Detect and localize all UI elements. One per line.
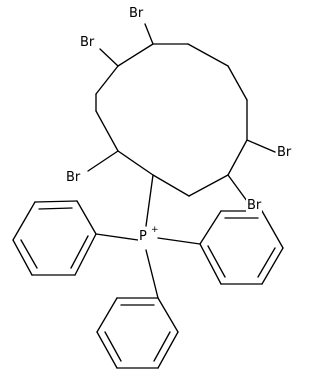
phenyl-bond — [12, 201, 36, 241]
phenyl-bond — [96, 331, 118, 369]
ring-bond — [227, 139, 248, 176]
phenyl-bond — [199, 210, 222, 245]
ring-bond — [95, 110, 119, 152]
phenyl-bond — [157, 297, 179, 333]
phenyl-left — [12, 200, 139, 276]
phenyl-bond — [199, 243, 222, 285]
phosphorus-label: P — [138, 229, 148, 244]
bromine-label-lower-left: Br — [65, 170, 82, 185]
phenyl-bond — [96, 297, 118, 333]
br-bond-1 — [144, 23, 154, 45]
bromine-label-upper-left: Br — [79, 35, 96, 50]
phenyl-bond — [157, 331, 179, 369]
ring-bond — [117, 43, 154, 67]
ring-bond — [187, 43, 229, 67]
phenyl-right — [157, 210, 284, 285]
p-phenyl-bond — [95, 233, 139, 241]
ring-bond — [152, 174, 190, 197]
phenyl-double-bond — [104, 331, 122, 362]
br-bond-2 — [99, 48, 119, 67]
phenyl-bond — [34, 200, 78, 203]
positive-charge-sign: + — [151, 225, 159, 235]
ring-to-p-bond — [145, 174, 154, 227]
p-phenyl-bond — [145, 249, 159, 299]
phenyl-double-bond — [257, 247, 276, 278]
phenyl-double-bond — [207, 245, 226, 278]
phenyl-double-bond — [38, 207, 73, 210]
bromine-label-top: Br — [128, 6, 145, 21]
ring-bond — [117, 150, 154, 176]
phenyl-double-bond — [70, 235, 89, 269]
phenyl-bond — [261, 247, 284, 285]
cyclododecane-ring — [95, 43, 248, 197]
bromine-label-right: Br — [276, 145, 293, 160]
phenyl-double-bond — [153, 331, 171, 362]
phenyl-bond — [12, 239, 33, 276]
p-phenyl-bond — [157, 237, 201, 245]
ring-bond — [95, 65, 119, 95]
phenyl-bond — [76, 200, 97, 235]
ring-bond — [188, 174, 229, 197]
br-bond-4 — [227, 174, 248, 202]
br-bond-3 — [246, 139, 276, 153]
ring-bond — [227, 65, 248, 101]
molecule-bonds — [12, 23, 284, 369]
br-bond-5 — [87, 150, 119, 172]
bromine-bonds — [87, 23, 276, 202]
phenyl-bond — [261, 210, 284, 249]
bromine-label-lower-right: Br — [246, 198, 263, 213]
phenyl-double-bond — [20, 239, 38, 269]
phenyl-bond — [74, 233, 97, 276]
structure-canvas: Br Br Br Br Br P + — [12, 6, 293, 369]
phenyl-bottom — [96, 249, 179, 369]
